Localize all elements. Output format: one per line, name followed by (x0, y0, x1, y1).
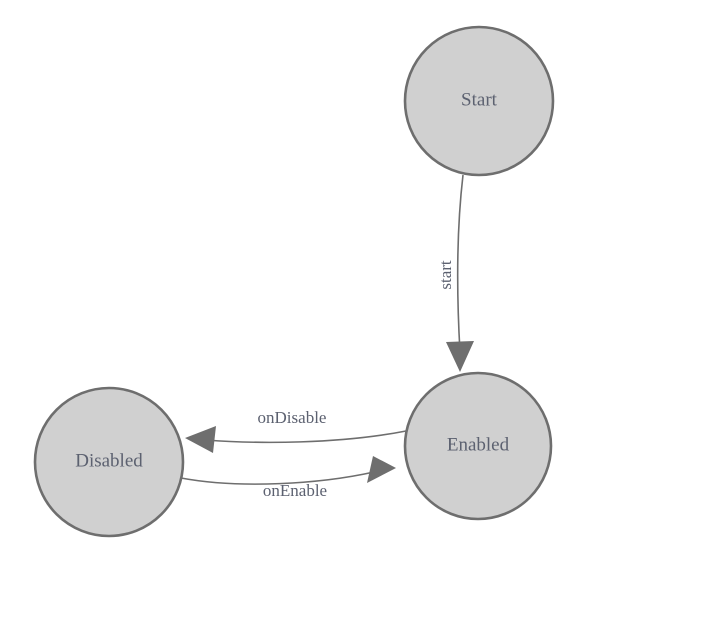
state-node-circle-enabled (403, 371, 553, 521)
edge-enabled-to-disabled[interactable]: onDisable (185, 408, 407, 453)
arrowhead-icon-disabled-to-enabled (367, 456, 396, 483)
edge-path-enabled-to-disabled (205, 430, 407, 444)
edge-label-start: start (436, 260, 455, 290)
arrowhead-icon-enabled-to-disabled (185, 426, 216, 453)
state-node-start[interactable]: Start (403, 25, 555, 177)
state-node-label-enabled: Enabled (447, 434, 510, 455)
edge-path-start-to-enabled (456, 174, 464, 353)
edge-path-disabled-to-enabled (180, 471, 375, 485)
edge-disabled-to-enabled[interactable]: onEnable (180, 456, 396, 500)
state-node-label-disabled: Disabled (75, 450, 143, 471)
state-node-disabled[interactable]: Disabled (33, 386, 185, 538)
state-node-circle-disabled (33, 386, 185, 538)
state-node-enabled[interactable]: Enabled (403, 371, 553, 521)
state-node-label-start: Start (461, 89, 498, 110)
arrowhead-icon-start-to-enabled (446, 341, 474, 372)
state-node-circle-start (403, 25, 555, 177)
edge-label-on-disable: onDisable (258, 408, 327, 427)
edge-label-on-enable: onEnable (263, 481, 327, 500)
edge-start-to-enabled[interactable]: start (436, 174, 474, 372)
